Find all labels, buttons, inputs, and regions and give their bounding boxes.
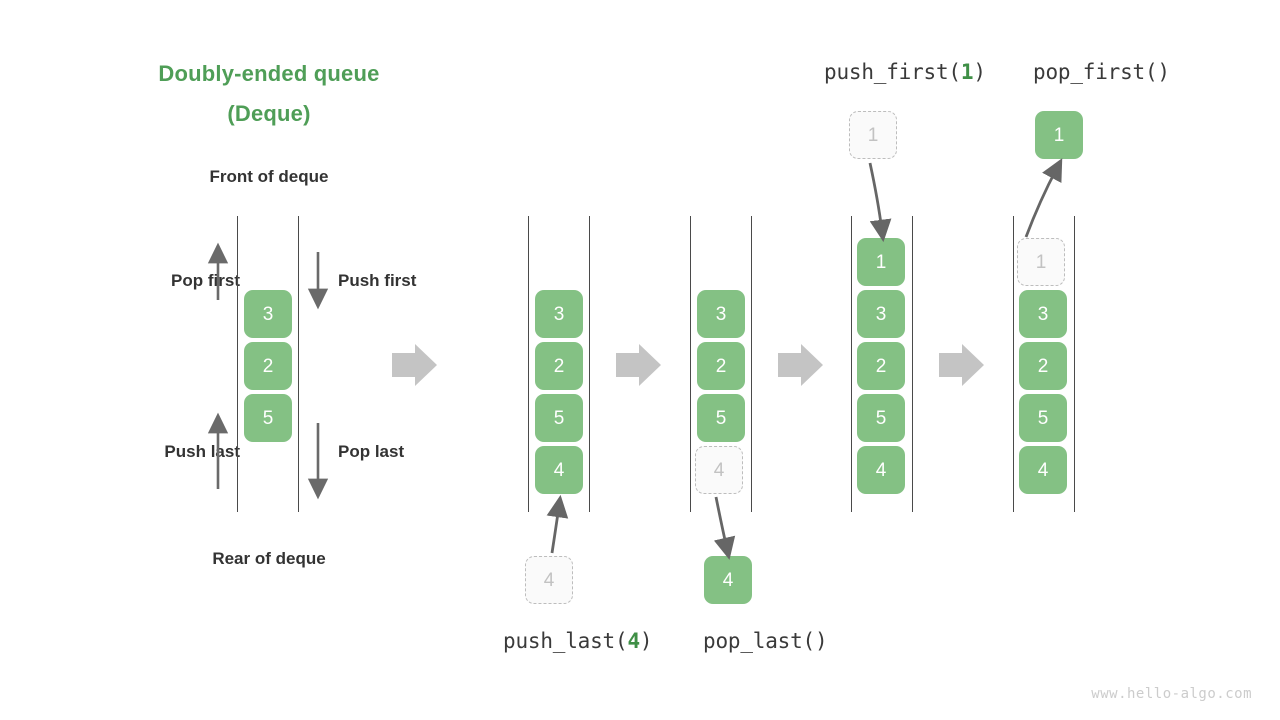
- tube-rail-right: [912, 216, 913, 512]
- deque-item: 2: [1019, 342, 1067, 390]
- deque-item-removed-ghost: 1: [1017, 238, 1065, 286]
- motion-arrow-push-last: [546, 494, 569, 554]
- deque-item: 3: [244, 290, 292, 338]
- deque-item: 2: [244, 342, 292, 390]
- tube-rail-right: [298, 216, 299, 512]
- tube-rail-right: [751, 216, 752, 512]
- deque-item-pushed: 4: [535, 446, 583, 494]
- flow-arrow-4: [939, 344, 984, 386]
- deque-item: 5: [857, 394, 905, 442]
- deque-item: 5: [535, 394, 583, 442]
- deque-item-popped: 4: [704, 556, 752, 604]
- flow-arrow-1: [392, 344, 437, 386]
- flow-arrow-2: [616, 344, 661, 386]
- op-label-pop-last: Pop last: [338, 442, 405, 461]
- tube-rail-left: [690, 216, 691, 512]
- fn-label-push-last: push_last(4): [503, 628, 653, 654]
- deque-tube-after-push-last: [528, 216, 590, 512]
- fn-label-push-first: push_first(1): [824, 59, 986, 85]
- deque-item: 3: [857, 290, 905, 338]
- fn-label-pop-last: pop_last(): [703, 628, 828, 654]
- fn-label-pop-first: pop_first(): [1033, 59, 1170, 85]
- tube-rail-left: [528, 216, 529, 512]
- deque-item: 5: [1019, 394, 1067, 442]
- deque-tube-initial: [237, 216, 299, 512]
- fn-name-pop-last: pop_last(): [703, 629, 828, 653]
- deque-item: 5: [244, 394, 292, 442]
- deque-item: 5: [697, 394, 745, 442]
- flow-arrow-3: [778, 344, 823, 386]
- page-title-line-2: (Deque): [227, 101, 311, 126]
- op-label-pop-first: Pop first: [171, 271, 240, 290]
- fn-name-pop-first: pop_first(): [1033, 60, 1170, 84]
- fn-name-push-last: push_last(: [503, 629, 628, 653]
- tube-rail-left: [1013, 216, 1014, 512]
- deque-item-removed-ghost: 4: [695, 446, 743, 494]
- deque-item-pushed: 1: [857, 238, 905, 286]
- fn-name-push-first: push_first(: [824, 60, 961, 84]
- op-label-push-first: Push first: [338, 271, 417, 290]
- deque-item: 3: [697, 290, 745, 338]
- rear-of-deque-caption: Rear of deque: [212, 549, 326, 568]
- tube-rail-right: [589, 216, 590, 512]
- watermark: www.hello-algo.com: [1091, 686, 1252, 702]
- deque-tube-after-pop-first: [1013, 216, 1075, 512]
- deque-item: 4: [857, 446, 905, 494]
- deque-item-incoming-ghost: 4: [525, 556, 573, 604]
- op-label-push-last: Push last: [164, 442, 240, 461]
- deque-item: 2: [535, 342, 583, 390]
- tube-rail-right: [1074, 216, 1075, 512]
- deque-tube-after-pop-last: [690, 216, 752, 512]
- deque-item: 3: [1019, 290, 1067, 338]
- deque-item-popped: 1: [1035, 111, 1083, 159]
- deque-tube-after-push-first: [851, 216, 913, 512]
- page-title-line-1: Doubly-ended queue: [158, 61, 380, 86]
- fn-arg-push-last: 4: [627, 629, 640, 653]
- deque-item: 3: [535, 290, 583, 338]
- tube-rail-left: [851, 216, 852, 512]
- fn-close-push-last: ): [639, 629, 653, 653]
- deque-item: 2: [697, 342, 745, 390]
- deque-item-incoming-ghost: 1: [849, 111, 897, 159]
- fn-arg-push-first: 1: [960, 60, 974, 84]
- front-of-deque-caption: Front of deque: [209, 167, 329, 186]
- deque-item: 4: [1019, 446, 1067, 494]
- tube-rail-left: [237, 216, 238, 512]
- deque-item: 2: [857, 342, 905, 390]
- fn-close-push-first: ): [973, 60, 986, 84]
